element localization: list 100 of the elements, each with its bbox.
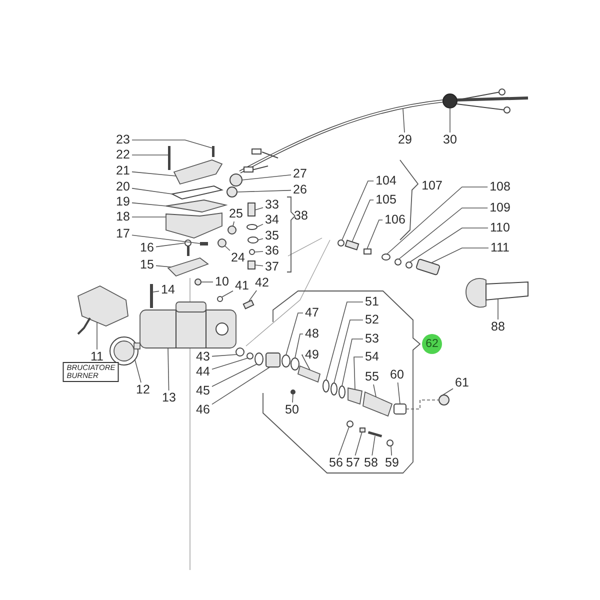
knob-drawing <box>438 394 450 406</box>
leader-line <box>156 265 172 268</box>
callout-number: 37 <box>264 260 280 274</box>
leader-line <box>212 366 270 405</box>
plug-drawing <box>242 300 254 310</box>
callout-number: 52 <box>364 314 380 326</box>
bolt-drawing <box>150 284 153 308</box>
fitting-drawing <box>248 202 256 216</box>
callout-number: 54 <box>364 350 380 364</box>
leader-line <box>132 202 166 206</box>
seal-drawing <box>382 254 390 260</box>
leader-line <box>372 436 376 456</box>
callout-number: 42 <box>254 276 270 290</box>
leader-line <box>254 264 264 266</box>
ring-drawing <box>338 386 346 398</box>
nut-drawing <box>228 226 236 234</box>
pressure-gauge-drawing <box>110 336 140 366</box>
leader-line <box>286 312 304 356</box>
leader-line <box>373 384 376 398</box>
ball-drawing <box>346 420 354 428</box>
screw-drawing <box>184 240 192 256</box>
callout-number: 111 <box>490 242 510 254</box>
ring-drawing <box>226 186 238 198</box>
callout-number: 45 <box>195 384 211 398</box>
ring-drawing <box>282 354 290 368</box>
callout-number: 30 <box>442 134 458 146</box>
callout-number: 17 <box>115 228 131 240</box>
washer-drawing <box>248 236 258 244</box>
callout-number: 88 <box>490 320 506 334</box>
callout-number: 10 <box>214 276 230 288</box>
callout-number: 57 <box>345 456 361 470</box>
leader-line <box>242 174 292 180</box>
leader-line <box>168 348 170 391</box>
callout-number: 49 <box>304 348 320 362</box>
callout-number: 22 <box>115 148 131 162</box>
callout-number: 51 <box>364 296 380 308</box>
plate-drawing <box>166 200 228 212</box>
nut-drawing <box>194 278 202 286</box>
leader-line <box>338 426 350 456</box>
ring-drawing <box>394 258 402 266</box>
pin-drawing <box>368 431 382 438</box>
callout-number: 59 <box>384 456 400 470</box>
ring-drawing <box>290 358 300 370</box>
nut-drawing <box>442 88 528 114</box>
screw-drawing <box>212 146 214 157</box>
callout-number: 107 <box>420 180 444 192</box>
leader-line <box>386 186 488 254</box>
leader-line <box>442 388 454 396</box>
leader-line <box>96 322 98 350</box>
callout-number: 14 <box>160 284 176 296</box>
callout-number: 34 <box>264 214 280 226</box>
highlighted-callout-number: 62 <box>422 334 442 354</box>
cover-drawing <box>173 160 223 185</box>
ball-drawing <box>217 296 223 302</box>
leader-line <box>236 190 292 192</box>
seat-drawing <box>248 260 256 270</box>
callout-number: 108 <box>488 180 512 194</box>
leader-line <box>254 207 264 210</box>
callout-number: 24 <box>230 252 246 264</box>
leader-line <box>301 354 310 370</box>
leader-line <box>132 216 166 218</box>
leader-line <box>326 302 364 380</box>
callout-number: 18 <box>115 210 131 224</box>
pin-drawing <box>290 390 296 394</box>
callout-number: 48 <box>304 328 320 340</box>
leader-line <box>132 171 176 176</box>
callout-number: 60 <box>389 368 405 382</box>
cap-drawing <box>218 238 226 248</box>
leader-line <box>334 320 364 384</box>
fitting-drawing <box>230 174 242 186</box>
callout-number: 13 <box>161 392 177 404</box>
callout-number: 43 <box>195 350 211 364</box>
leader-line <box>402 108 405 133</box>
leader-line <box>352 200 374 242</box>
solenoid-valve-drawing <box>77 286 128 335</box>
leader-line <box>248 290 257 302</box>
pump-body-drawing <box>140 302 236 348</box>
leader-line <box>292 394 294 403</box>
callout-number: 16 <box>139 242 155 254</box>
callout-number: 36 <box>264 244 280 258</box>
callout-number: 12 <box>135 384 151 396</box>
callout-number: 104 <box>374 174 398 188</box>
callout-number: 110 <box>489 222 511 234</box>
callout-number: 27 <box>292 168 308 180</box>
leader-line <box>156 242 186 248</box>
gasket-drawing <box>170 185 224 200</box>
ring-drawing <box>236 348 244 356</box>
callout-number: 55 <box>364 370 380 384</box>
callout-number: 50 <box>284 404 300 416</box>
piston-drawing <box>297 365 321 383</box>
ring-drawing <box>322 380 330 392</box>
callout-number: 23 <box>115 134 131 146</box>
leader-line <box>132 154 168 156</box>
leader-line <box>222 290 234 298</box>
callout-number: 56 <box>328 456 344 470</box>
callout-number: 21 <box>115 164 131 178</box>
washer-drawing <box>246 224 258 230</box>
leader-line <box>258 238 264 240</box>
callout-number: 53 <box>364 332 380 346</box>
nut-drawing <box>386 440 394 446</box>
